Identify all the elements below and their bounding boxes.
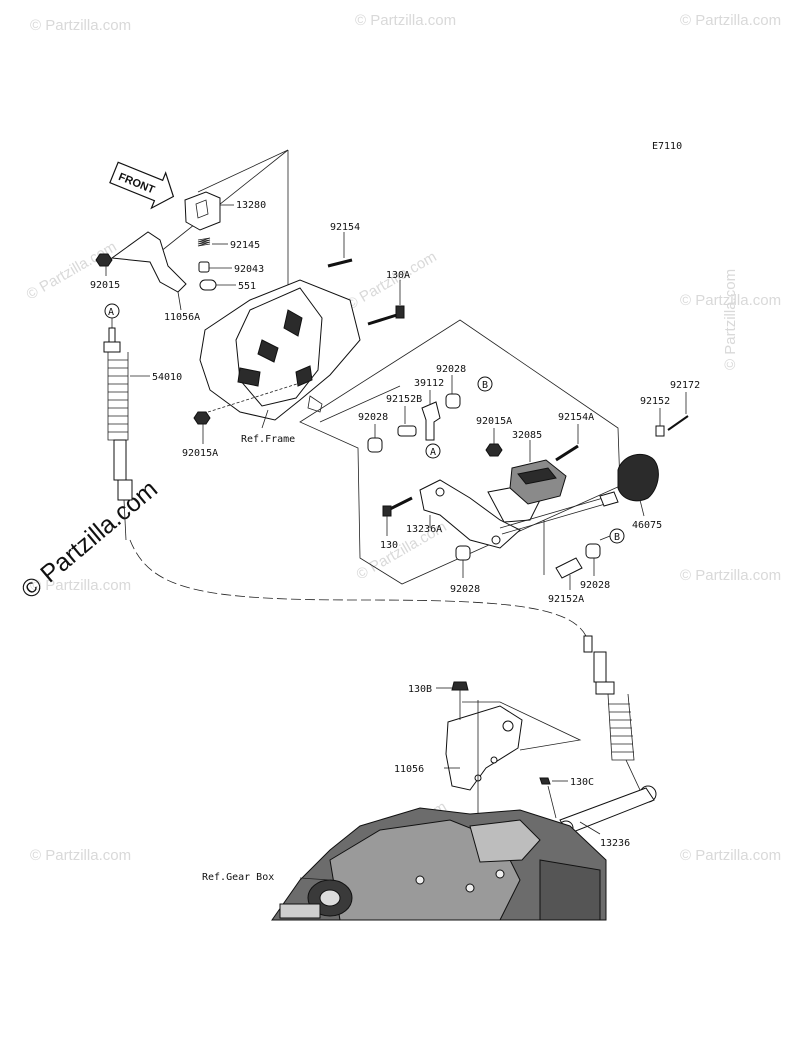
watermarks: © Partzilla.com © Partzilla.com © Partzi… — [16, 12, 781, 864]
part-label: 92152 — [640, 396, 670, 407]
callout-b: B — [482, 380, 488, 391]
part-label: 39112 — [414, 378, 444, 389]
upper-left-assembly — [95, 149, 289, 311]
part-label: 92152B — [386, 394, 422, 405]
part-label: 92145 — [230, 240, 260, 251]
front-arrow: FRONT — [109, 161, 175, 210]
part-label: 130C — [570, 777, 594, 788]
part-label: 551 — [238, 281, 256, 292]
callout-a: A — [430, 447, 436, 458]
shift-lever-assembly — [299, 319, 689, 590]
part-label: 32085 — [512, 430, 542, 441]
part-label: 92015A — [476, 416, 512, 427]
frame-plate — [193, 232, 405, 444]
part-label: 92043 — [234, 264, 264, 275]
watermark: © Partzilla.com — [24, 238, 120, 303]
watermark: © Partzilla.com — [722, 269, 739, 370]
part-label: 13236A — [406, 524, 442, 535]
part-labels: 13280 92145 92043 551 11056A 92015 92154… — [90, 200, 700, 849]
watermark: © Partzilla.com — [680, 567, 781, 584]
callout-a: A — [108, 307, 114, 318]
part-label: 130B — [408, 684, 432, 695]
callout-b: B — [614, 532, 620, 543]
ref-frame-label: Ref.Frame — [241, 434, 295, 445]
part-label: 92172 — [670, 380, 700, 391]
part-label: 11056A — [164, 312, 200, 323]
part-label: 46075 — [632, 520, 662, 531]
part-label: 54010 — [152, 372, 182, 383]
watermark: © Partzilla.com — [30, 847, 131, 864]
part-label: 92028 — [358, 412, 388, 423]
watermark: © Partzilla.com — [680, 292, 781, 309]
part-label: 11056 — [394, 764, 424, 775]
gear-box — [271, 807, 607, 921]
part-label: 13280 — [236, 200, 266, 211]
watermark: © Partzilla.com — [680, 847, 781, 864]
part-label: 92028 — [580, 580, 610, 591]
part-label: 92154 — [330, 222, 360, 233]
part-label: 92028 — [436, 364, 466, 375]
lower-cable-assembly — [436, 635, 657, 850]
part-label: 130 — [380, 540, 398, 551]
part-label: 92028 — [450, 584, 480, 595]
ref-gear-box-label: Ref.Gear Box — [202, 872, 274, 883]
shift-cable-upper — [103, 303, 587, 637]
part-label: 92015 — [90, 280, 120, 291]
part-label: 92152A — [548, 594, 584, 605]
part-label: 13236 — [600, 838, 630, 849]
watermark: © Partzilla.com — [680, 12, 781, 29]
part-label: 130A — [386, 270, 410, 281]
watermark: © Partzilla.com — [30, 577, 131, 594]
watermark: © Partzilla.com — [30, 17, 131, 34]
part-label: 92154A — [558, 412, 594, 423]
part-label: 92015A — [182, 448, 218, 459]
diagram-code: E7110 — [652, 141, 682, 152]
watermark: © Partzilla.com — [355, 12, 456, 29]
